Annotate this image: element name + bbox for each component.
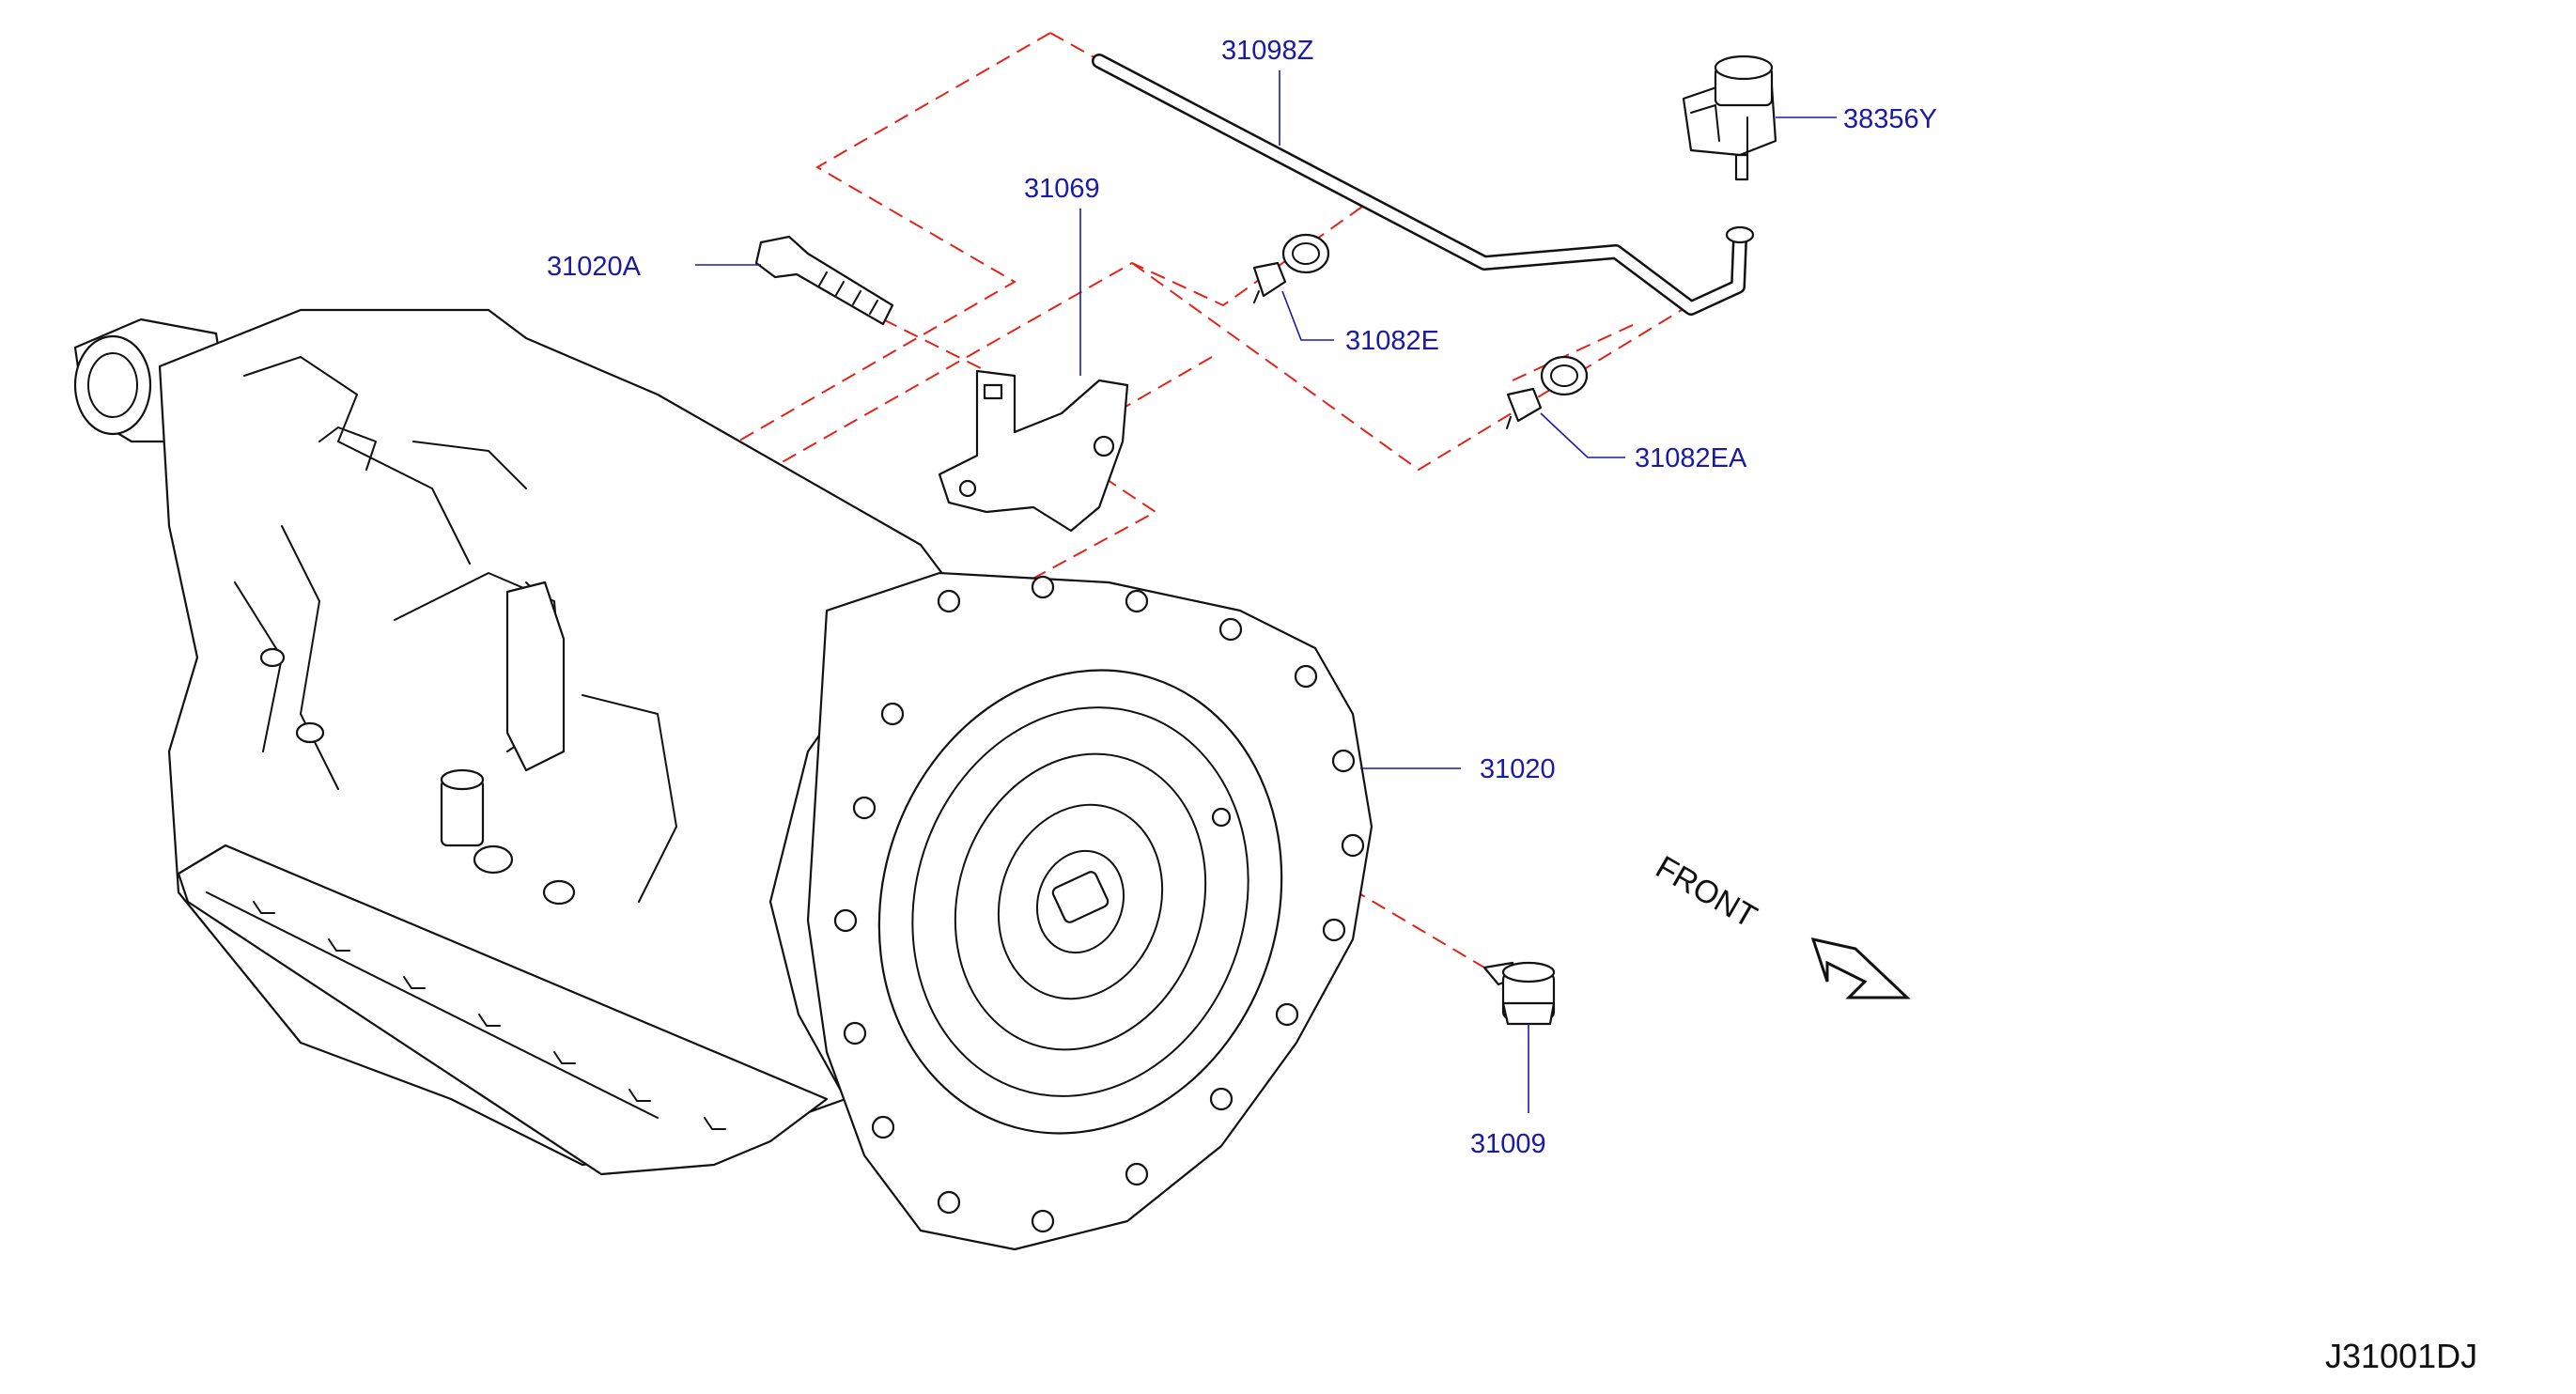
- label-31009: 31009: [1470, 1129, 1546, 1159]
- label-31082EA: 31082EA: [1635, 443, 1747, 473]
- label-31098Z: 31098Z: [1221, 36, 1313, 66]
- bracket-31069: [938, 369, 1129, 533]
- label-31082E: 31082E: [1345, 326, 1439, 356]
- label-38356Y: 38356Y: [1843, 104, 1937, 134]
- drawing-code: J31001DJ: [2325, 1337, 2477, 1375]
- front-label: FRONT: [1650, 849, 1762, 935]
- clip-31082E: [1252, 233, 1330, 303]
- clip-31082EA: [1506, 355, 1589, 429]
- breather-cap-38356Y: [1682, 54, 1777, 181]
- transmission-assembly: [73, 308, 1373, 1251]
- leader-lines: [695, 70, 1837, 1113]
- label-31020: 31020: [1480, 754, 1556, 784]
- bolt-31020A: [754, 235, 894, 326]
- front-indicator: FRONT: [1650, 849, 1911, 999]
- plug-bolt-31009: [1482, 961, 1556, 1026]
- label-31069: 31069: [1024, 174, 1100, 204]
- label-31020A: 31020A: [547, 252, 642, 282]
- front-arrow-icon: [1810, 937, 1911, 999]
- breather-tube-31098Z: [1092, 54, 1755, 316]
- part-labels: 31098Z 38356Y 31069 31020A 31082E 31082E…: [547, 36, 1937, 1159]
